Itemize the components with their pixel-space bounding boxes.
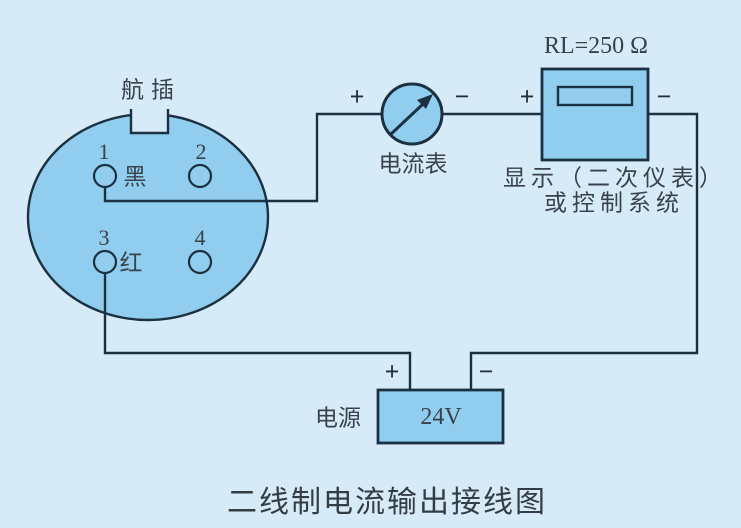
pin-2-circle xyxy=(187,163,213,189)
pin-1-circle xyxy=(92,163,118,189)
diagram-title: 二线制电流输出接线图 xyxy=(227,486,547,519)
power-plus-sign: + xyxy=(384,357,400,386)
power-minus-sign: − xyxy=(478,357,494,386)
ammeter-label: 电流表 xyxy=(378,151,448,177)
display-caption-line2: 或控制系统 xyxy=(544,190,684,216)
pin-3-circle xyxy=(92,249,118,275)
pin-4-circle xyxy=(187,249,213,275)
wire-pin1-to-ammeter xyxy=(103,112,383,203)
display-box xyxy=(540,67,650,162)
load-resistor-label: RL=250 Ω xyxy=(543,33,649,59)
connector-label: 航插 xyxy=(121,77,181,103)
pin-1-wire-color-label: 黑 xyxy=(123,164,147,190)
pin-1-number: 1 xyxy=(98,139,110,164)
pin-2-number: 2 xyxy=(195,139,207,164)
pin-3-wire-color-label: 红 xyxy=(119,250,143,276)
display-caption-line1: 显示（二次仪表） xyxy=(503,165,727,191)
power-voltage-label: 24V xyxy=(420,404,462,430)
ammeter-needle-arrowhead-icon xyxy=(417,94,433,109)
display-window xyxy=(556,85,634,107)
wire-display-to-power xyxy=(469,112,699,389)
display-plus-sign: + xyxy=(519,82,535,111)
ammeter-needle-icon xyxy=(388,102,425,137)
connector-notch-icon xyxy=(129,109,170,135)
connector-body xyxy=(26,112,270,322)
wire-pin3-to-power xyxy=(103,273,412,389)
ammeter-minus-sign: − xyxy=(454,82,470,111)
power-supply-box xyxy=(376,388,505,445)
display-minus-sign: − xyxy=(656,82,672,111)
power-supply-label: 电源 xyxy=(315,405,361,431)
pin-4-number: 4 xyxy=(194,225,206,250)
pin-3-number: 3 xyxy=(98,225,110,250)
ammeter-plus-sign: + xyxy=(349,82,365,111)
